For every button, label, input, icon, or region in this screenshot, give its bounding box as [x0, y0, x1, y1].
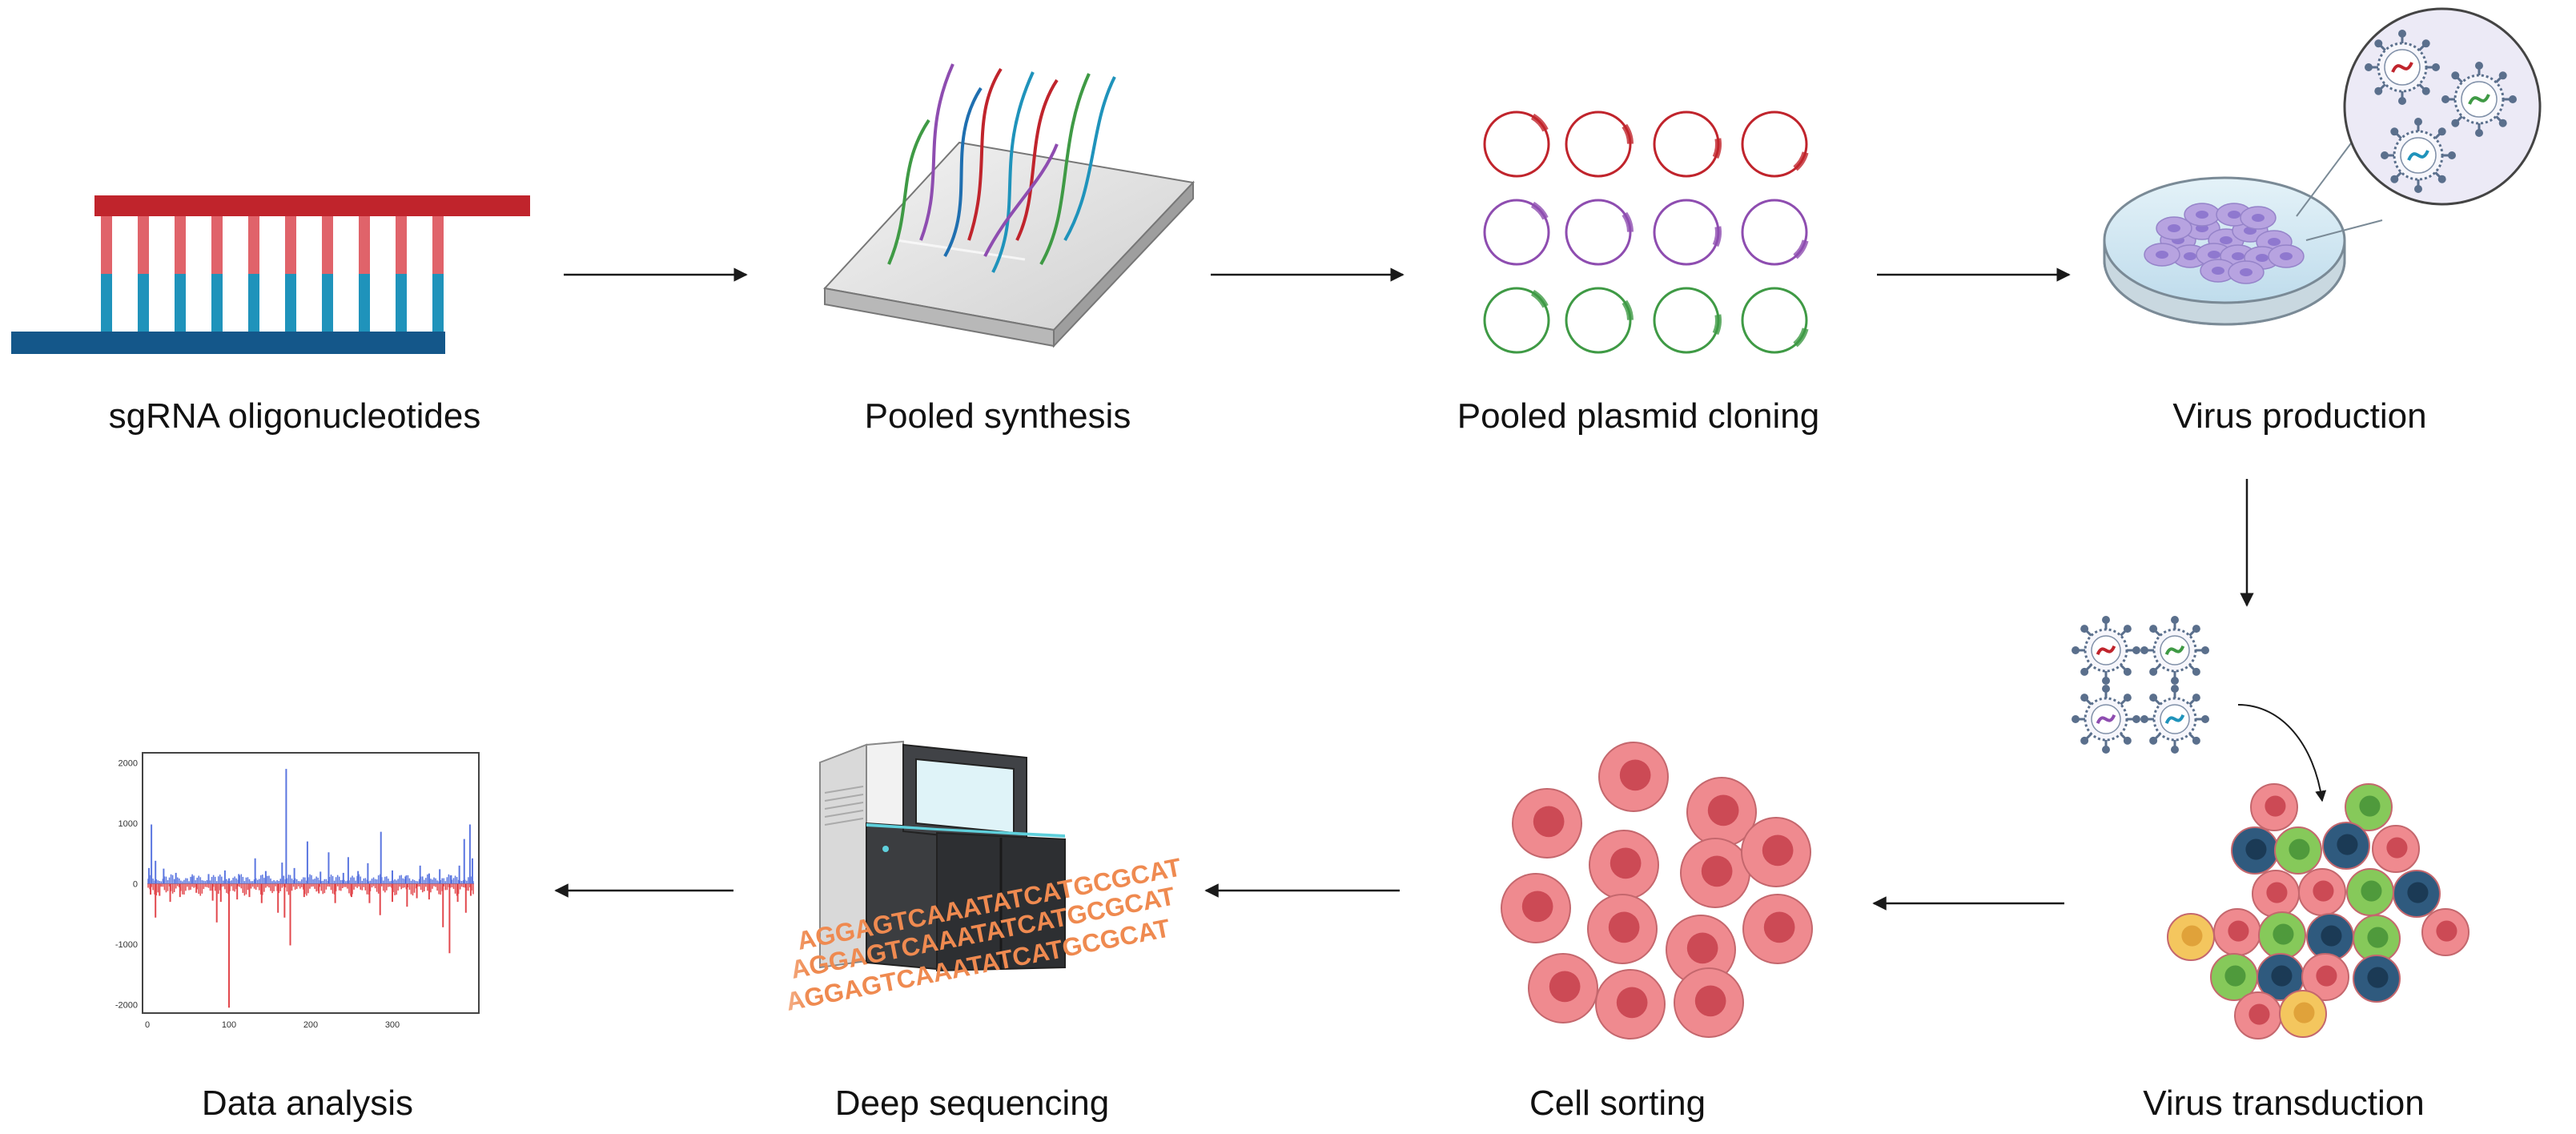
label-analysis: Data analysis — [202, 1084, 413, 1123]
cell-icon — [2258, 911, 2306, 959]
cell-icon — [2167, 913, 2215, 961]
chart-y-tick-label: -1000 — [115, 940, 138, 950]
virus-icon — [2072, 685, 2140, 754]
cell-icon — [2393, 870, 2441, 918]
petri-dish-icon — [2103, 7, 2542, 326]
label-virus: Virus production — [2172, 396, 2426, 436]
cell-icon — [2250, 783, 2298, 831]
virus-icon — [2072, 616, 2140, 685]
cell-icon — [1595, 969, 1666, 1040]
plasmid-icon — [1741, 287, 1808, 354]
cell-icon — [2306, 913, 2354, 961]
chart-x-tick-label: 100 — [222, 1020, 236, 1030]
oligo-icon — [11, 195, 530, 354]
transduction-icon — [2072, 616, 2470, 1040]
virus-icon — [2441, 62, 2517, 137]
label-synthesis: Pooled synthesis — [865, 396, 1131, 436]
virus-icon — [2140, 685, 2209, 754]
cell-icon — [2345, 783, 2393, 831]
cell-icon — [2322, 822, 2370, 870]
chart-y-tick-label: 0 — [133, 880, 138, 890]
cell-icon — [1587, 894, 1658, 964]
synthesis-slide-icon — [823, 63, 1196, 348]
virus-icon — [2365, 30, 2440, 105]
cell-icon — [1742, 894, 1813, 964]
plasmid-icon — [1741, 199, 1808, 266]
virus-icon — [2381, 118, 2456, 193]
cell-icon — [2298, 868, 2346, 916]
cell-icon — [1589, 830, 1659, 900]
chart-x-tick-label: 0 — [145, 1020, 150, 1030]
plasmid-icon — [1483, 199, 1550, 266]
cell-icon — [2353, 955, 2401, 1003]
cell-icon — [1501, 873, 1571, 943]
cell-icon — [2274, 826, 2322, 875]
cell-icon — [2301, 953, 2349, 1001]
label-sequencing: Deep sequencing — [835, 1084, 1109, 1123]
cell-icon — [2372, 825, 2420, 873]
cell-icon — [1528, 953, 1598, 1023]
cell-icon — [1741, 817, 1811, 887]
plasmid-icon — [1565, 199, 1632, 266]
chart-y-tick-label: -2000 — [115, 1000, 138, 1010]
plasmid-icon — [1565, 111, 1632, 178]
chart-y-tick-label: 1000 — [119, 819, 138, 829]
cell-icon — [2257, 953, 2305, 1001]
plasmid-grid-icon — [1483, 111, 1809, 354]
cell-icon — [2421, 908, 2470, 956]
cell-icon — [1686, 777, 1757, 847]
cell-icon — [1674, 967, 1744, 1038]
label-cloning: Pooled plasmid cloning — [1457, 396, 1820, 436]
plasmid-icon — [1565, 287, 1632, 354]
plasmid-icon — [1483, 287, 1550, 354]
virus-icon — [2140, 616, 2209, 685]
plasmid-icon — [1483, 111, 1550, 178]
manhattan-chart: 2000 1000 0 -1000 -2000 0 100 200 300 — [115, 752, 480, 1030]
plasmid-icon — [1653, 199, 1720, 266]
chart-x-tick-label: 200 — [303, 1020, 318, 1030]
plasmid-icon — [1653, 287, 1720, 354]
cell-icon — [2231, 826, 2279, 875]
plasmid-icon — [1741, 111, 1808, 178]
sorted-cells-icon — [1501, 742, 1813, 1040]
plasmid-icon — [1653, 111, 1720, 178]
label-oligos: sgRNA oligonucleotides — [109, 396, 481, 436]
cell-icon — [2346, 868, 2394, 916]
cell-icon — [2234, 991, 2282, 1040]
cell-icon — [2252, 870, 2300, 918]
chart-x-tick-label: 300 — [385, 1020, 400, 1030]
cell-icon — [2279, 990, 2327, 1038]
cell-icon — [1666, 915, 1736, 985]
label-sorting: Cell sorting — [1529, 1084, 1706, 1123]
cell-icon — [1598, 742, 1669, 812]
cell-icon — [1512, 788, 1582, 859]
chart-y-tick-label: 2000 — [119, 759, 138, 769]
flow-arrows — [554, 267, 2254, 911]
label-transduction: Virus transduction — [2143, 1084, 2424, 1123]
cell-icon — [2210, 953, 2258, 1001]
cell-icon — [1680, 838, 1750, 908]
cell-icon — [2213, 908, 2261, 956]
